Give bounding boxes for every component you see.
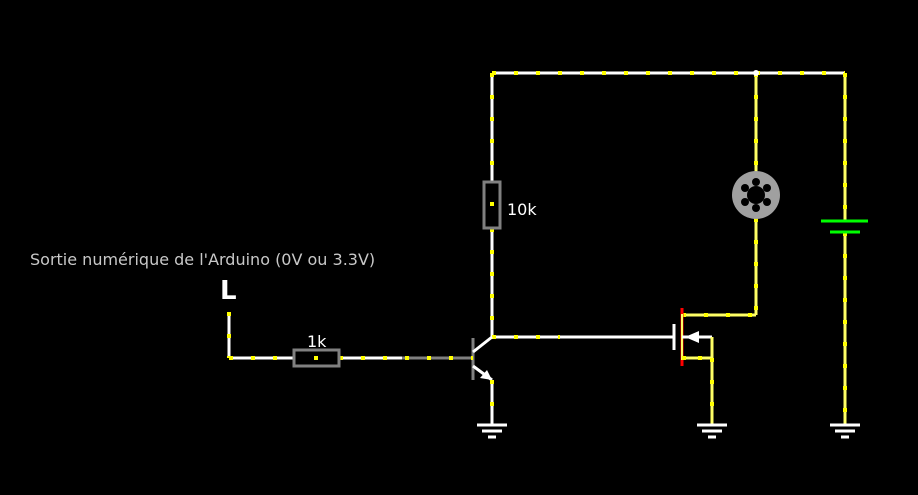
resistor-10k-label: 10k xyxy=(507,200,537,219)
resistor-10k-icon xyxy=(482,180,502,230)
input-wire xyxy=(227,312,473,360)
battery-icon xyxy=(821,219,868,234)
npn-transistor-icon xyxy=(471,335,494,425)
logic-input-toggle[interactable]: L xyxy=(220,276,237,306)
lamp-icon xyxy=(732,171,780,219)
ground-icon xyxy=(830,423,860,439)
ground-icon xyxy=(477,423,507,439)
n-mosfet-icon xyxy=(672,308,714,425)
ground-icon xyxy=(697,423,727,439)
lamp-branch-wire xyxy=(682,70,759,317)
arduino-output-caption: Sortie numérique de l'Arduino (0V ou 3.3… xyxy=(30,250,376,269)
resistor-1k-label: 1k xyxy=(307,332,327,351)
resistor-1k-icon xyxy=(292,348,341,368)
